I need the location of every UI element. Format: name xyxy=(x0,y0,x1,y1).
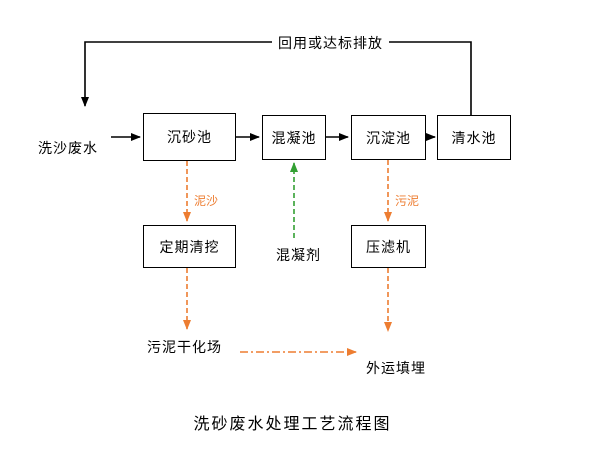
influent-label: 洗沙废水 xyxy=(38,140,98,156)
coagulant-label: 混凝剂 xyxy=(276,247,321,263)
diagram-title: 洗砂废水处理工艺流程图 xyxy=(193,416,392,433)
box-periodic-dredging: 定期清挖 xyxy=(143,225,236,268)
box-sedimentation-tank: 沉淀池 xyxy=(351,115,426,160)
landfill-label: 外运填埋 xyxy=(366,360,426,376)
box-coagulation-tank: 混凝池 xyxy=(262,115,326,160)
sludge-drying-field-label: 污泥干化场 xyxy=(147,339,222,355)
box-clear-water-tank: 清水池 xyxy=(437,115,511,160)
box-filter-press: 压滤机 xyxy=(351,225,426,268)
sediment-label: 泥沙 xyxy=(194,194,219,208)
box-grit-chamber: 沉砂池 xyxy=(143,113,236,161)
sludge-label: 污泥 xyxy=(395,194,420,208)
return-discharge-label: 回用或达标排放 xyxy=(272,32,389,54)
